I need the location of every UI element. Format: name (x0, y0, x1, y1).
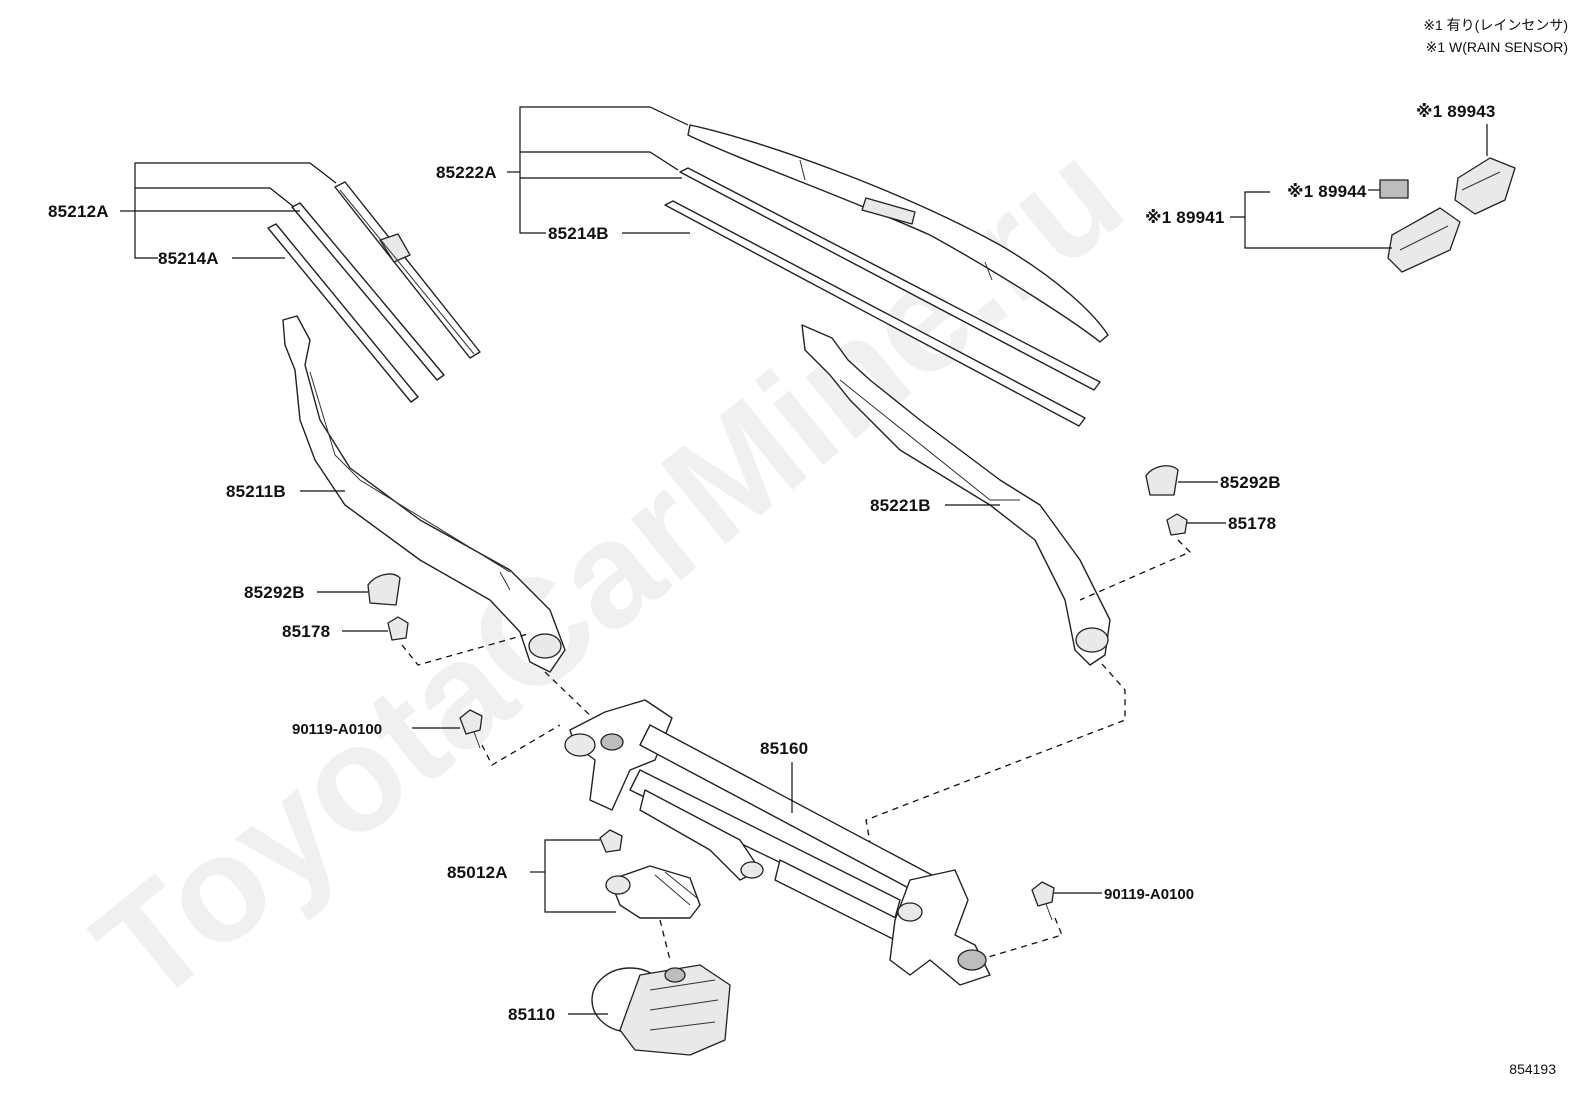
right-arm-cap (1145, 465, 1179, 496)
label-89941: ※1 89941 (1145, 208, 1225, 227)
wiper-linkage (564, 699, 991, 986)
label-89943: ※1 89943 (1416, 102, 1496, 121)
diagram-number: 854193 (1509, 1061, 1556, 1077)
note-rain-sensor-jp: ※1 有り(レインセンサ) (1423, 17, 1568, 33)
label-85214B: 85214B (548, 224, 609, 243)
label-85178-right: 85178 (1228, 514, 1276, 533)
wiper-motor (591, 964, 731, 1056)
right-wiper-blade (664, 124, 1109, 427)
label-85212A: 85212A (48, 202, 109, 221)
note-rain-sensor-en: ※1 W(RAIN SENSOR) (1426, 39, 1568, 55)
left-wiper-blade (267, 181, 481, 403)
right-wiper-arm (801, 324, 1111, 666)
label-85292B-right: 85292B (1220, 473, 1281, 492)
label-89944: ※1 89944 (1287, 182, 1367, 201)
left-arm-nut (387, 616, 409, 641)
label-85211B: 85211B (226, 482, 286, 501)
left-arm-cap (367, 573, 401, 606)
leader-85212A-mid (135, 187, 295, 208)
label-90119-right: 90119-A0100 (1104, 886, 1194, 903)
crank-arm-set (599, 829, 701, 919)
leader-85212A-outer (134, 162, 337, 259)
label-90119-left: 90119-A0100 (292, 721, 382, 738)
rain-sensor-parts (1379, 157, 1516, 273)
left-wiper-arm (282, 315, 566, 673)
right-bolt (1031, 881, 1055, 921)
label-85110: 85110 (508, 1005, 555, 1024)
label-85012A: 85012A (447, 863, 508, 882)
left-bolt (459, 709, 483, 749)
label-85178-left: 85178 (282, 622, 330, 641)
leader-85222A-outer (519, 106, 689, 234)
label-85214A: 85214A (158, 249, 219, 268)
leader-85222A-mid (520, 151, 679, 171)
label-85292B-left: 85292B (244, 583, 305, 602)
label-85160: 85160 (760, 739, 808, 758)
label-85221B: 85221B (870, 496, 931, 515)
right-arm-nut (1166, 513, 1188, 536)
label-85222A: 85222A (436, 163, 497, 182)
